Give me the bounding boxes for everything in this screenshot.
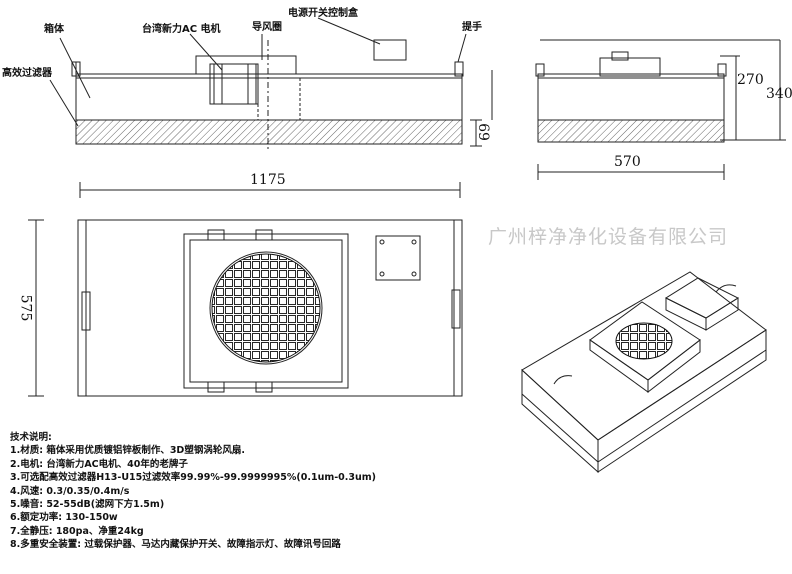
side-section-view	[71, 39, 464, 150]
dim-height-69: 69	[474, 123, 491, 141]
company-watermark: 广州梓净净化设备有限公司	[488, 226, 729, 248]
spec-line: 6.额定功率: 130-150w	[10, 512, 118, 524]
spec-line: 8.多重安全装置: 过载保护器、马达内藏保护开关、故障指示灯、故障讯号回路	[10, 539, 341, 551]
spec-line: 5.噪音: 52-55dB(滤网下方1.5m)	[10, 499, 165, 511]
spec-line: 2.电机: 台湾新力AC电机、40年的老牌子	[10, 458, 188, 470]
label-handle: 提手	[462, 22, 482, 33]
isometric-view	[521, 271, 767, 474]
label-hepa-filter: 高效过滤器	[2, 68, 52, 79]
label-guide-ring: 导风圈	[252, 22, 282, 33]
dim-height-270: 270	[737, 72, 764, 88]
dim-height-340: 340	[766, 86, 792, 102]
label-motor: 台湾新力AC 电机	[142, 24, 221, 35]
iso-fan-grille	[615, 322, 673, 360]
spec-line: 3.可选配高效过滤器H13-U15过滤效率99.99%-99.9999995%(…	[10, 472, 377, 484]
spec-line: 1.材质: 箱体采用优质镀铝锌板制作、3D塑钢涡轮风扇.	[10, 445, 245, 457]
dim-length: 1175	[250, 172, 286, 188]
dim-front-width: 570	[614, 154, 641, 170]
label-cabinet: 箱体	[44, 24, 64, 35]
label-power-box: 电源开关控制盒	[288, 8, 358, 19]
top-view	[77, 219, 463, 397]
fan-grille	[211, 253, 321, 363]
spec-line: 4.风速: 0.3/0.35/0.4m/s	[10, 485, 130, 497]
technical-specs: 技术说明: 1.材质: 箱体采用优质镀铝锌板制作、3D塑钢涡轮风扇. 2.电机:…	[10, 431, 376, 552]
dim-width-575: 575	[17, 294, 34, 322]
spec-line: 7.全静压: 180pa、净重24kg	[10, 525, 144, 537]
specs-title: 技术说明:	[10, 432, 52, 443]
front-view	[535, 51, 727, 143]
